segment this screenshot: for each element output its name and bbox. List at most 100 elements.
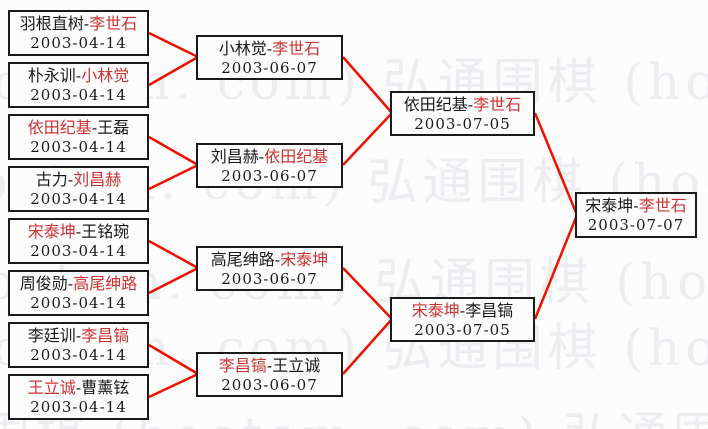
match-date: 2003-06-07 xyxy=(221,376,318,394)
match-date: 2003-04-14 xyxy=(30,294,127,312)
player1-name: 高尾绅路 xyxy=(210,250,275,269)
vs-separator: - xyxy=(67,170,74,189)
match-players: 古力-刘昌赫 xyxy=(10,168,147,190)
player1-name: 周俊勋 xyxy=(19,274,68,293)
watermark-text: 弘通围棋 (hoetom. com) 弘通围棋 (hoetom. com) 弘通… xyxy=(0,396,708,429)
match-sf-2: 宋泰坤-李昌镐 2003-07-05 xyxy=(390,297,535,342)
match-r1-8: 王立诚-曹薰铉 2003-04-14 xyxy=(8,374,149,420)
match-r1-5: 宋泰坤-王铭琬 2003-04-14 xyxy=(8,218,149,264)
match-r1-6: 周俊勋-高尾绅路 2003-04-14 xyxy=(8,270,149,316)
player2-name: 李昌镐 xyxy=(81,326,130,345)
connector-line xyxy=(342,112,393,166)
player1-name: 李廷训 xyxy=(27,326,76,345)
match-r1-2: 朴永训-小林觉 2003-04-14 xyxy=(8,62,149,108)
vs-separator: - xyxy=(258,147,265,166)
match-r1-4: 古力-刘昌赫 2003-04-14 xyxy=(8,166,149,212)
connector-line xyxy=(533,112,579,216)
vs-separator: - xyxy=(459,301,466,320)
connector-line xyxy=(148,372,199,399)
match-players: 宋泰坤-李昌镐 xyxy=(392,299,533,321)
connector-line xyxy=(533,214,579,320)
player2-name: 李世石 xyxy=(473,95,522,114)
vs-separator: - xyxy=(75,326,82,345)
vs-separator: - xyxy=(75,222,82,241)
match-r1-1: 羽根直树-李世石 2003-04-14 xyxy=(8,10,149,56)
match-final: 宋泰坤-李世石 2003-07-07 xyxy=(575,192,697,238)
match-r1-7: 李廷训-李昌镐 2003-04-14 xyxy=(8,322,149,368)
player2-name: 李昌镐 xyxy=(465,301,514,320)
match-players: 宋泰坤-王铭琬 xyxy=(10,220,147,242)
vs-separator: - xyxy=(274,250,281,269)
match-players: 李廷训-李昌镐 xyxy=(10,324,147,346)
connector-line xyxy=(148,31,199,59)
connector-line xyxy=(148,135,199,167)
vs-separator: - xyxy=(633,196,639,215)
player2-name: 王铭琬 xyxy=(81,222,130,241)
player2-name: 刘昌赫 xyxy=(73,170,122,189)
vs-separator: - xyxy=(266,39,273,58)
match-date: 2003-04-14 xyxy=(30,34,127,52)
match-date: 2003-06-07 xyxy=(221,59,318,77)
player1-name: 羽根直树 xyxy=(19,14,84,33)
player2-name: 李世石 xyxy=(89,14,138,33)
connector-line xyxy=(148,55,199,87)
vs-separator: - xyxy=(67,274,74,293)
player1-name: 依田纪基 xyxy=(403,95,468,114)
match-players: 李昌镐-王立诚 xyxy=(198,354,341,376)
player2-name: 曹薰铉 xyxy=(81,378,130,397)
player1-name: 依田纪基 xyxy=(27,118,92,137)
connector-line xyxy=(148,239,199,270)
vs-separator: - xyxy=(75,66,82,85)
connector-line xyxy=(342,318,393,375)
match-date: 2003-04-14 xyxy=(30,138,127,156)
match-players: 小林觉-李世石 xyxy=(198,37,341,59)
match-date: 2003-04-14 xyxy=(30,242,127,260)
match-date: 2003-04-14 xyxy=(30,398,127,416)
match-players: 高尾绅路-宋泰坤 xyxy=(198,248,341,270)
player1-name: 刘昌赫 xyxy=(210,147,259,166)
player1-name: 王立诚 xyxy=(27,378,76,397)
match-date: 2003-07-07 xyxy=(587,216,685,234)
player2-name: 小林觉 xyxy=(81,66,130,85)
vs-separator: - xyxy=(75,378,82,397)
match-players: 依田纪基-王磊 xyxy=(10,116,147,138)
vs-separator: - xyxy=(266,356,273,375)
vs-separator: - xyxy=(91,118,98,137)
player1-name: 宋泰坤 xyxy=(27,222,76,241)
match-r2-3: 高尾绅路-宋泰坤 2003-06-07 xyxy=(196,246,343,291)
match-sf-1: 依田纪基-李世石 2003-07-05 xyxy=(390,91,535,136)
connector-line xyxy=(342,267,393,320)
match-date: 2003-06-07 xyxy=(221,167,318,185)
vs-separator: - xyxy=(83,14,90,33)
player1-name: 宋泰坤 xyxy=(411,301,460,320)
match-players: 宋泰坤-李世石 xyxy=(577,194,695,216)
player2-name: 王立诚 xyxy=(272,356,321,375)
player1-name: 李昌镐 xyxy=(218,356,267,375)
match-r2-4: 李昌镐-王立诚 2003-06-07 xyxy=(196,352,343,397)
match-date: 2003-04-14 xyxy=(30,86,127,104)
match-date: 2003-06-07 xyxy=(221,270,318,288)
match-players: 刘昌赫-依田纪基 xyxy=(198,145,341,167)
match-date: 2003-07-05 xyxy=(414,115,511,133)
player1-name: 小林觉 xyxy=(218,39,267,58)
match-players: 王立诚-曹薰铉 xyxy=(10,376,147,398)
match-date: 2003-04-14 xyxy=(30,346,127,364)
match-r1-3: 依田纪基-王磊 2003-04-14 xyxy=(8,114,149,160)
connector-line xyxy=(148,343,199,376)
player2-name: 李世石 xyxy=(638,196,687,215)
connector-line xyxy=(148,266,199,295)
vs-separator: - xyxy=(467,95,474,114)
match-players: 朴永训-小林觉 xyxy=(10,64,147,86)
match-players: 周俊勋-高尾绅路 xyxy=(10,272,147,294)
match-date: 2003-04-14 xyxy=(30,190,127,208)
player1-name: 朴永训 xyxy=(27,66,76,85)
player2-name: 宋泰坤 xyxy=(280,250,329,269)
match-players: 依田纪基-李世石 xyxy=(392,93,533,115)
connector-line xyxy=(148,163,199,191)
player1-name: 古力 xyxy=(35,170,68,189)
match-date: 2003-07-05 xyxy=(414,321,511,339)
match-r2-2: 刘昌赫-依田纪基 2003-06-07 xyxy=(196,143,343,188)
match-players: 羽根直树-李世石 xyxy=(10,12,147,34)
